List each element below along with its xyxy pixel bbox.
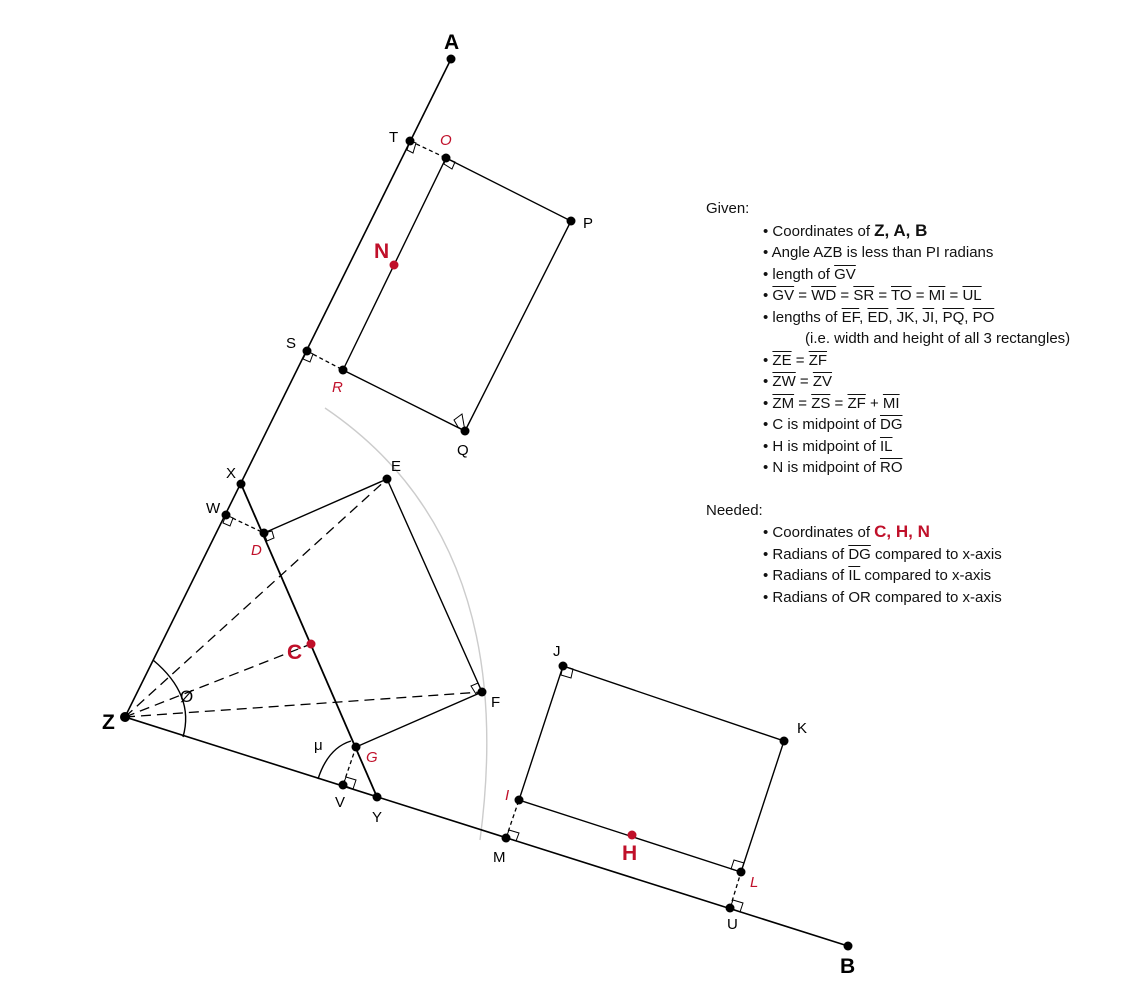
label-F: F: [491, 694, 500, 711]
needed-heading: Needed:: [706, 501, 763, 519]
label-E: E: [391, 458, 401, 475]
label-M: M: [493, 849, 506, 866]
needed-item-coordinates: Coordinates of C, H, N: [763, 521, 1116, 544]
needed-list: Coordinates of C, H, N Radians of DG com…: [706, 521, 1116, 608]
given-item-zw-zv: ZW = ZV: [763, 371, 1116, 393]
dash-ZC: [124, 643, 312, 718]
label-N: N: [374, 240, 389, 263]
label-L: L: [750, 874, 758, 891]
label-Z: Z: [102, 711, 115, 734]
label-H: H: [622, 842, 637, 865]
given-item-midpoint-n: N is midpoint of RO: [763, 457, 1116, 479]
notes-panel: Given: Coordinates of Z, A, B Angle AZB …: [706, 198, 1116, 608]
label-I: I: [505, 787, 509, 804]
dash-ZE: [124, 478, 388, 718]
needed-item-radians-il: Radians of IL compared to x-axis: [763, 565, 1116, 587]
rectangle-DEFG: [263, 478, 483, 748]
midpoint-N: [389, 260, 399, 270]
label-X: X: [226, 465, 236, 482]
label-A: A: [444, 31, 459, 54]
given-item-rect-note: (i.e. width and height of all 3 rectangl…: [805, 330, 1071, 347]
label-K: K: [797, 720, 807, 737]
rectangle-IJKL: [518, 665, 785, 873]
label-R: R: [332, 379, 343, 396]
label-G: G: [366, 749, 378, 766]
guide-arc: [324, 407, 488, 841]
needed-item-radians-or: Radians of OR compared to x-axis: [763, 587, 1116, 609]
angle-arc-phi: [152, 659, 187, 738]
needed-item-radians-dg: Radians of DG compared to x-axis: [763, 544, 1116, 566]
label-P: P: [583, 215, 593, 232]
label-W: W: [206, 500, 221, 517]
given-heading: Given:: [706, 200, 750, 217]
label-C: C: [287, 641, 302, 664]
label-phi: Ø: [180, 687, 193, 706]
label-S: S: [286, 335, 296, 352]
given-item-midpoint-h: H is midpoint of IL: [763, 436, 1116, 458]
given-item-angle: Angle AZB is less than PI radians: [763, 242, 1116, 264]
label-B: B: [840, 955, 855, 978]
given-item-ze-zf: ZE = ZF: [763, 350, 1116, 372]
label-J: J: [553, 643, 561, 660]
right-angle-markers: [222, 140, 745, 913]
angle-arc-mu: [317, 740, 352, 780]
dash-UL: [729, 871, 742, 909]
given-item-equal-lengths: GV = WD = SR = TO = MI = UL: [763, 285, 1116, 307]
given-item-length: length of GV: [763, 264, 1116, 286]
points: [120, 54, 853, 951]
rectangle-OPQR: [342, 157, 572, 432]
given-item-zm-zs: ZM = ZS = ZF + MI: [763, 393, 1116, 415]
label-O: O: [440, 132, 452, 149]
given-item-midpoint-c: C is midpoint of DG: [763, 414, 1116, 436]
label-V: V: [335, 794, 345, 811]
label-mu: μ: [314, 737, 323, 754]
dash-ZF: [124, 691, 483, 718]
label-T: T: [389, 129, 398, 146]
midpoint-H: [627, 830, 637, 840]
label-Q: Q: [457, 442, 469, 459]
midpoint-C: [306, 639, 316, 649]
given-item-rect-lengths: lengths of EF, ED, JK, JI, PQ, PO: [763, 307, 1116, 329]
label-Y: Y: [372, 809, 382, 826]
given-list: Coordinates of Z, A, B Angle AZB is less…: [706, 220, 1116, 479]
label-U: U: [727, 916, 738, 933]
ray-ZA: [124, 58, 452, 718]
label-D: D: [251, 542, 262, 559]
given-item-coordinates: Coordinates of Z, A, B: [763, 220, 1116, 243]
